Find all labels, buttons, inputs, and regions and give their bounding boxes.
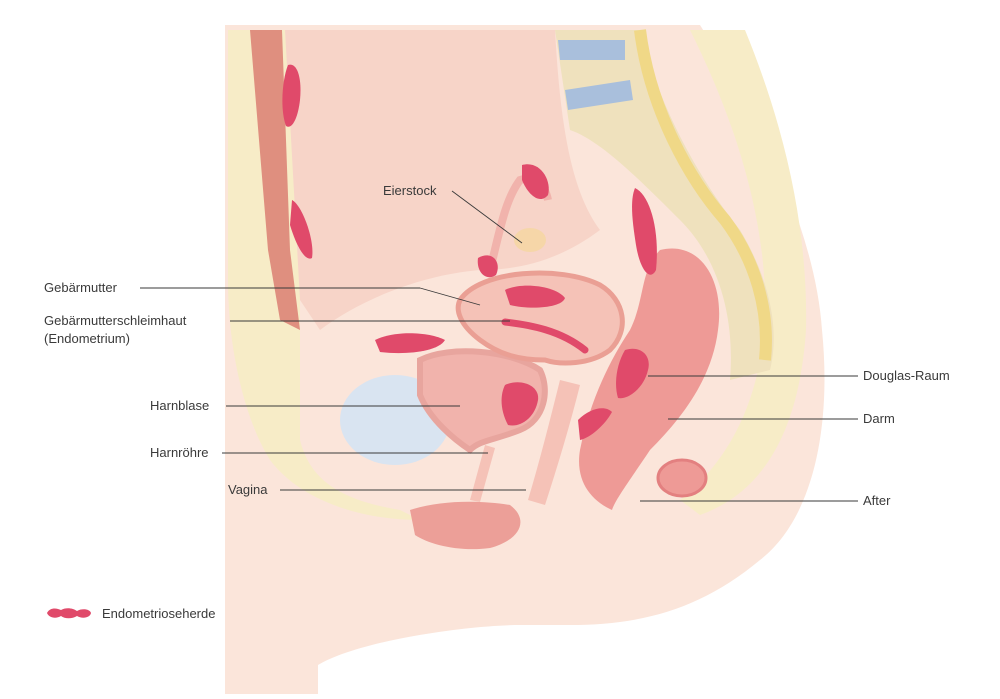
- label-harnblase: Harnblase: [150, 398, 209, 414]
- label-vagina: Vagina: [228, 482, 268, 498]
- label-gebaermutterschleimhaut: Gebärmutterschleimhaut: [44, 313, 186, 329]
- label-endometrium: (Endometrium): [44, 331, 130, 347]
- label-harnroehre: Harnröhre: [150, 445, 209, 461]
- label-eierstock: Eierstock: [383, 183, 436, 199]
- label-after: After: [863, 493, 890, 509]
- label-douglas-raum: Douglas-Raum: [863, 368, 950, 384]
- ovary: [514, 228, 546, 252]
- legend: Endometrioseherde: [44, 604, 215, 622]
- intervertebral-disc-1: [558, 40, 625, 60]
- endometriosis-lesion-icon: [44, 604, 94, 622]
- label-gebaermutter: Gebärmutter: [44, 280, 117, 296]
- label-darm: Darm: [863, 411, 895, 427]
- anus: [658, 460, 706, 496]
- legend-label: Endometrioseherde: [102, 606, 215, 621]
